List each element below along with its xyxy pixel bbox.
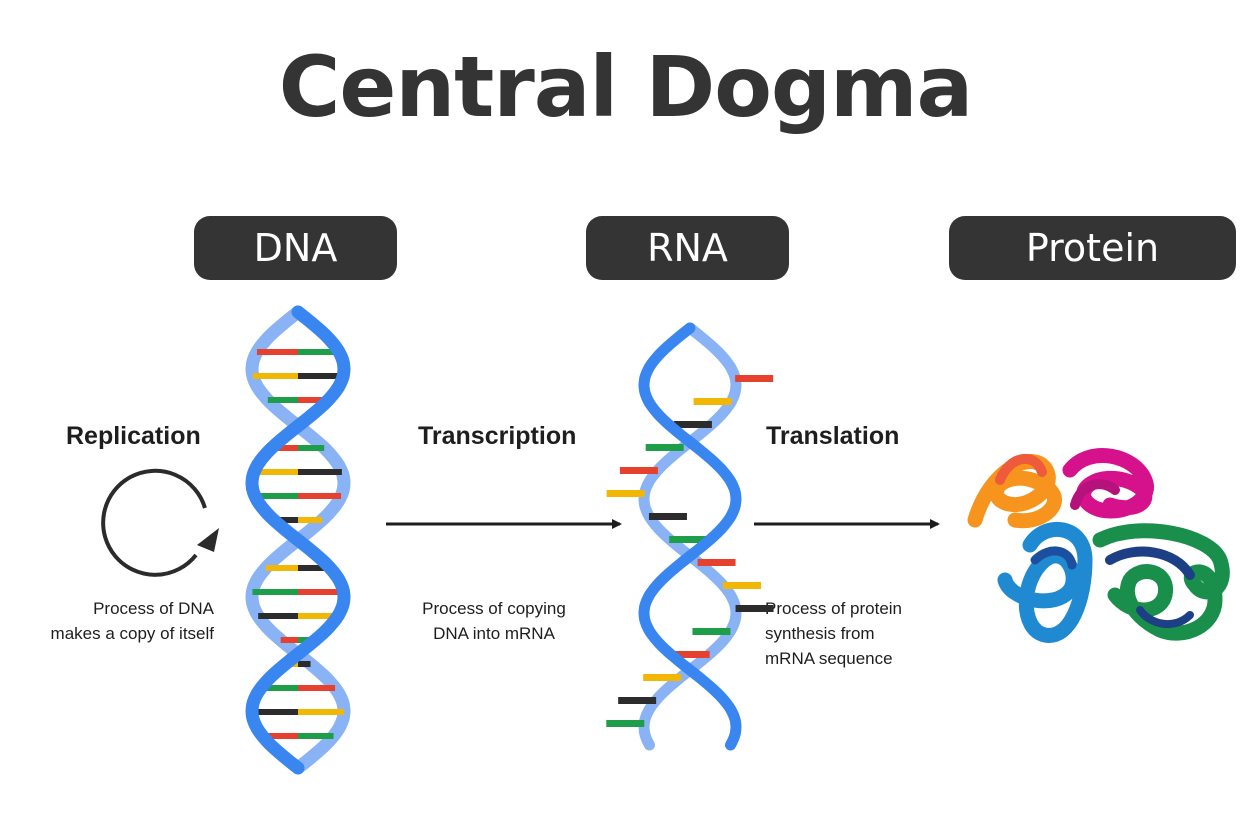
dna-base-pair [298, 517, 323, 523]
rna-base [643, 674, 682, 681]
single-helix-icon [606, 322, 774, 751]
rna-base [648, 513, 687, 520]
dna-base-pair [262, 733, 298, 739]
protein-label-box: Protein [949, 216, 1236, 280]
dna-base-pair [298, 709, 344, 715]
dna-base-pair [254, 493, 298, 499]
dna-front-strand [245, 305, 351, 775]
dna-base-pair [298, 661, 311, 667]
replication-description: Process of DNA makes a copy of itself [50, 599, 214, 643]
rna-base [697, 559, 736, 566]
dna-base-pair [298, 613, 338, 619]
dna-base-pair [298, 397, 329, 403]
transcription-description: Process of copying DNA into mRNA [422, 599, 566, 643]
rna-base [671, 651, 710, 658]
dna-base-pair [298, 493, 342, 499]
dna-label: DNA [253, 226, 338, 270]
dna-base-pair [252, 373, 298, 379]
dna-base-pair [298, 685, 336, 691]
protein-label: Protein [1025, 226, 1160, 270]
rna-base [735, 375, 774, 382]
dna-base-pair [254, 469, 298, 475]
dna-base-pair [298, 565, 331, 571]
translation-description: Process of protein synthesis from mRNA s… [765, 599, 903, 668]
folded-protein-icon [967, 448, 1230, 643]
rna-base [669, 536, 708, 543]
dna-base-pair [271, 445, 298, 451]
transcription-label: Transcription [418, 422, 577, 450]
dna-base-pair [265, 565, 298, 571]
page-title: Central Dogma [278, 38, 974, 136]
circular-arrow-icon [101, 468, 219, 577]
replication-label: Replication [66, 422, 201, 450]
rna-back-strand [638, 322, 742, 751]
dna-base-pair [256, 349, 298, 355]
dna-base-pair [298, 589, 344, 595]
dna-base-pair [280, 637, 298, 643]
rna-front-strand [638, 322, 742, 751]
rna-base [735, 605, 774, 612]
rna-base [693, 398, 732, 405]
dna-label-box: DNA [194, 216, 397, 280]
rna-base [673, 421, 712, 428]
rna-base [606, 490, 645, 497]
dna-base-pair [298, 733, 334, 739]
dna-base-pair [260, 685, 298, 691]
rna-base [692, 628, 731, 635]
dna-base-pair [298, 373, 344, 379]
dna-base-pair [252, 589, 298, 595]
dna-base-pair [273, 517, 298, 523]
translation-label: Translation [766, 422, 900, 450]
rna-base [722, 582, 761, 589]
dna-base-pair [252, 709, 298, 715]
rna-label-box: RNA [586, 216, 789, 280]
rna-label: RNA [647, 226, 728, 270]
dna-base-pair [298, 349, 340, 355]
rna-base [645, 444, 684, 451]
dna-base-pair [298, 469, 342, 475]
dna-base-pair [298, 445, 325, 451]
rna-base [606, 720, 645, 727]
double-helix-icon [245, 305, 351, 775]
rna-base [618, 697, 657, 704]
dna-base-pair [258, 613, 298, 619]
rna-base [619, 467, 658, 474]
dna-base-pair [267, 397, 298, 403]
